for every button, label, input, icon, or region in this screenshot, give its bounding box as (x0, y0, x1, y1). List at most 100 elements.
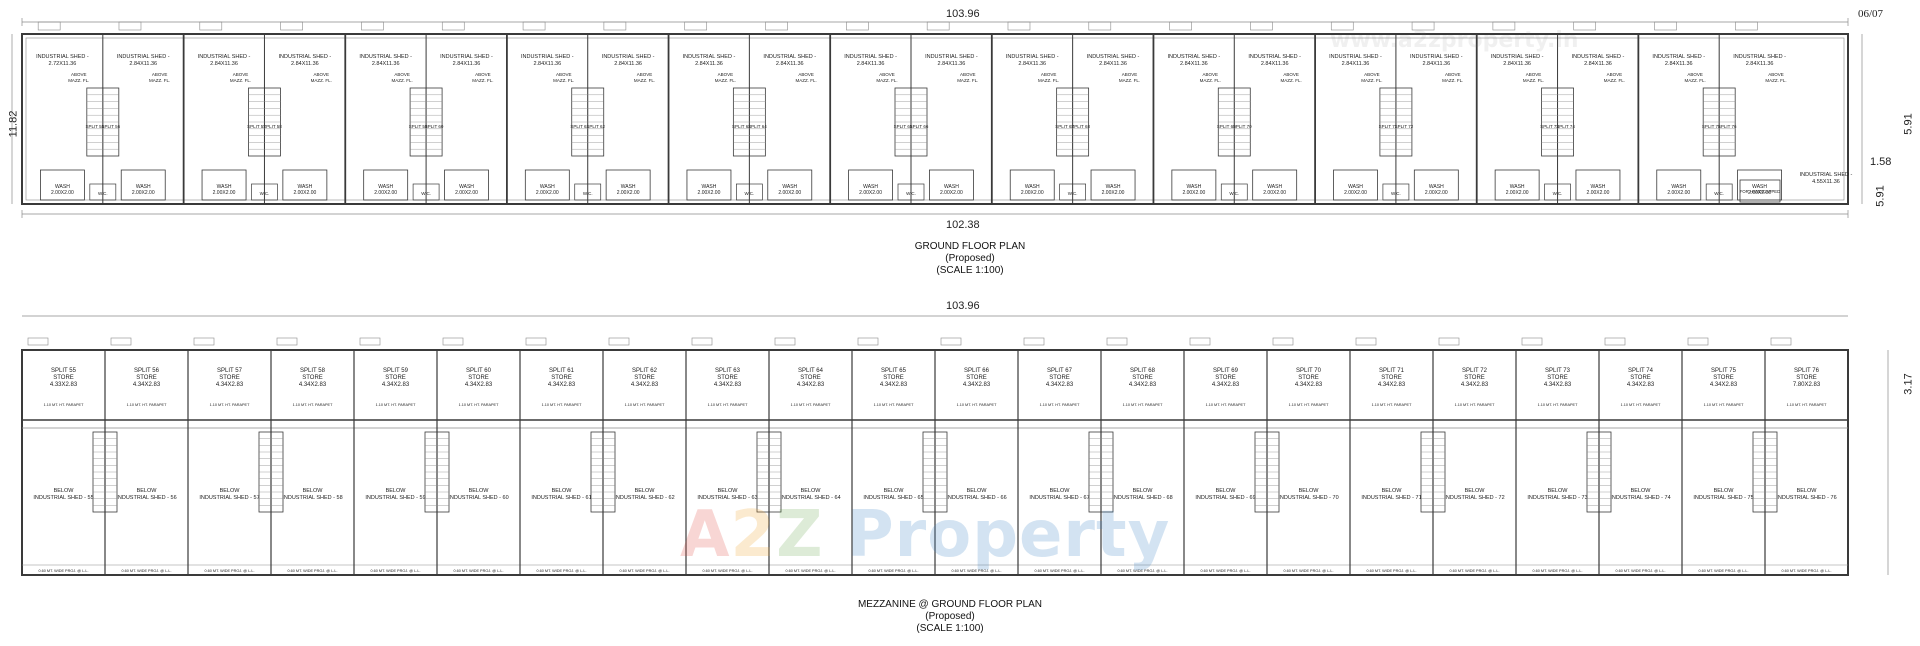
store-split-label: SPLIT 66 (964, 368, 990, 374)
store-size: 4.34X2.83 (797, 382, 825, 388)
wash-size: 2.00X2.00 (1102, 190, 1125, 196)
parapet-label: 1.10 MT. HT. PARAPET (210, 403, 250, 407)
watermark-property: Property (846, 498, 1171, 572)
wash-size: 2.00X2.00 (698, 190, 721, 196)
store-label: STORE (717, 375, 738, 381)
ground-floor-caption: GROUND FLOOR PLAN (Proposed) (SCALE 1:10… (870, 241, 1070, 277)
below-label: BELOW (801, 488, 822, 494)
split-label: SPLIT 61 (570, 124, 589, 129)
gate-mark (361, 21, 384, 31)
railing-label: 0.60 MT. WIDE PROJ. @ L.L. (1698, 569, 1748, 573)
wash-label: WASH (621, 184, 636, 190)
wash-room (40, 169, 85, 201)
store-split-label: SPLIT 61 (549, 368, 575, 374)
split-label: SPLIT 73 (1540, 124, 1559, 129)
railing-label: 0.60 MT. WIDE PROJ. @ L.L. (1283, 569, 1333, 573)
wash-label: WASH (1267, 184, 1282, 190)
store-split-label: SPLIT 69 (1213, 368, 1239, 374)
store-split-label: SPLIT 60 (466, 368, 492, 374)
ground-floor-status: (Proposed) (945, 253, 995, 264)
watermark-z: Z (776, 498, 824, 572)
shed-label: INDUSTRIAL SHED - (521, 54, 574, 60)
wc-cubicle (1544, 183, 1571, 201)
mezz-above-label: MAZZ. FL. (1119, 78, 1140, 83)
gate-mark (1023, 337, 1045, 346)
below-label: BELOW (635, 488, 656, 494)
store-size: 4.34X2.83 (1129, 382, 1157, 388)
store-label: STORE (634, 375, 655, 381)
split-label: SPLIT 60 (425, 124, 444, 129)
mezz-above-label: MAZZ. FL. (796, 78, 817, 83)
below-shed-label: INDUSTRIAL SHED - 73 (1527, 495, 1587, 501)
parapet-label: 1.10 MT. HT. PARAPET (1123, 403, 1163, 407)
store-split-label: SPLIT 57 (217, 368, 243, 374)
wash-size: 2.00X2.00 (1587, 190, 1610, 196)
mezz-above-label: ABOVE (556, 72, 572, 77)
wash-label: WASH (540, 184, 555, 190)
split-label: SPLIT 58 (263, 124, 282, 129)
railing-label: 0.60 MT. WIDE PROJ. @ L.L. (536, 569, 586, 573)
parapet-label: 1.10 MT. HT. PARAPET (1455, 403, 1495, 407)
wc-cubicle (89, 183, 117, 201)
gate-mark (359, 337, 381, 346)
wash-size: 2.00X2.00 (1667, 190, 1690, 196)
last-shed-size: 4.55X11.36 (1812, 179, 1840, 185)
gate-mark (280, 21, 303, 31)
wash-size: 2.00X2.00 (1021, 190, 1044, 196)
store-size: 4.34X2.83 (133, 382, 161, 388)
parapet-label: 1.10 MT. HT. PARAPET (791, 403, 831, 407)
shed-size: 2.84X11.36 (614, 61, 642, 67)
wash-size: 2.00X2.00 (859, 190, 882, 196)
wash-room (1333, 169, 1378, 201)
wc-cubicle (1220, 183, 1248, 201)
mezz-above-label: ABOVE (798, 72, 814, 77)
gate-mark (1088, 21, 1112, 31)
store-label: STORE (1381, 375, 1402, 381)
railing-label: 0.60 MT. WIDE PROJ. @ L.L. (619, 569, 669, 573)
wash-size: 2.00X2.00 (1344, 190, 1367, 196)
wc-label: W.C. (1714, 191, 1724, 196)
staircase (1586, 431, 1612, 513)
wash-label: WASH (297, 184, 312, 190)
shed-size: 2.84X11.36 (1503, 61, 1531, 67)
store-label: STORE (1464, 375, 1485, 381)
split-label: SPLIT 76 (1718, 124, 1737, 129)
staircase (409, 87, 443, 157)
split-label: SPLIT 69 (1217, 124, 1236, 129)
mezz-above-label: MAZZ. FL. (149, 78, 170, 83)
shed-size: 2.84X11.36 (1261, 61, 1289, 67)
store-split-label: SPLIT 67 (1047, 368, 1073, 374)
shed-size: 2.84X11.36 (1746, 61, 1774, 67)
mezz-above-label: ABOVE (879, 72, 895, 77)
handicap-label: FOR HANDICAPPED (1740, 189, 1780, 194)
railing-label: 0.60 MT. WIDE PROJ. @ L.L. (204, 569, 254, 573)
store-split-label: SPLIT 65 (881, 368, 907, 374)
gate-mark (1735, 21, 1758, 31)
mezz-above-label: ABOVE (1122, 72, 1138, 77)
shed-label: INDUSTRIAL SHED - (1006, 54, 1059, 60)
parapet-label: 1.10 MT. HT. PARAPET (44, 403, 84, 407)
staircase (1088, 431, 1114, 513)
store-label: STORE (883, 375, 904, 381)
shed-size: 2.84X11.36 (533, 61, 561, 67)
railing-label: 0.60 MT. WIDE PROJ. @ L.L. (287, 569, 337, 573)
wash-label: WASH (1752, 184, 1767, 190)
gate-mark (1604, 337, 1626, 346)
shed-label: INDUSTRIAL SHED - (683, 54, 736, 60)
store-label: STORE (800, 375, 821, 381)
wash-label: WASH (1106, 184, 1121, 190)
parapet-label: 1.10 MT. HT. PARAPET (1787, 403, 1827, 407)
mezz-above-label: MAZZ. FL. (230, 78, 251, 83)
store-label: STORE (1132, 375, 1153, 381)
mezz-above-label: MAZZ. FL. (634, 78, 655, 83)
parapet-label: 1.10 MT. HT. PARAPET (1372, 403, 1412, 407)
mezz-above-label: MAZZ. FL. (391, 78, 412, 83)
below-shed-label: INDUSTRIAL SHED - 68 (1112, 495, 1172, 501)
wc-label: W.C. (1229, 191, 1239, 196)
staircase (86, 87, 120, 157)
wash-room (1737, 169, 1782, 201)
below-label: BELOW (1631, 488, 1652, 494)
wash-label: WASH (1186, 184, 1201, 190)
store-size: 4.34X2.83 (714, 382, 742, 388)
